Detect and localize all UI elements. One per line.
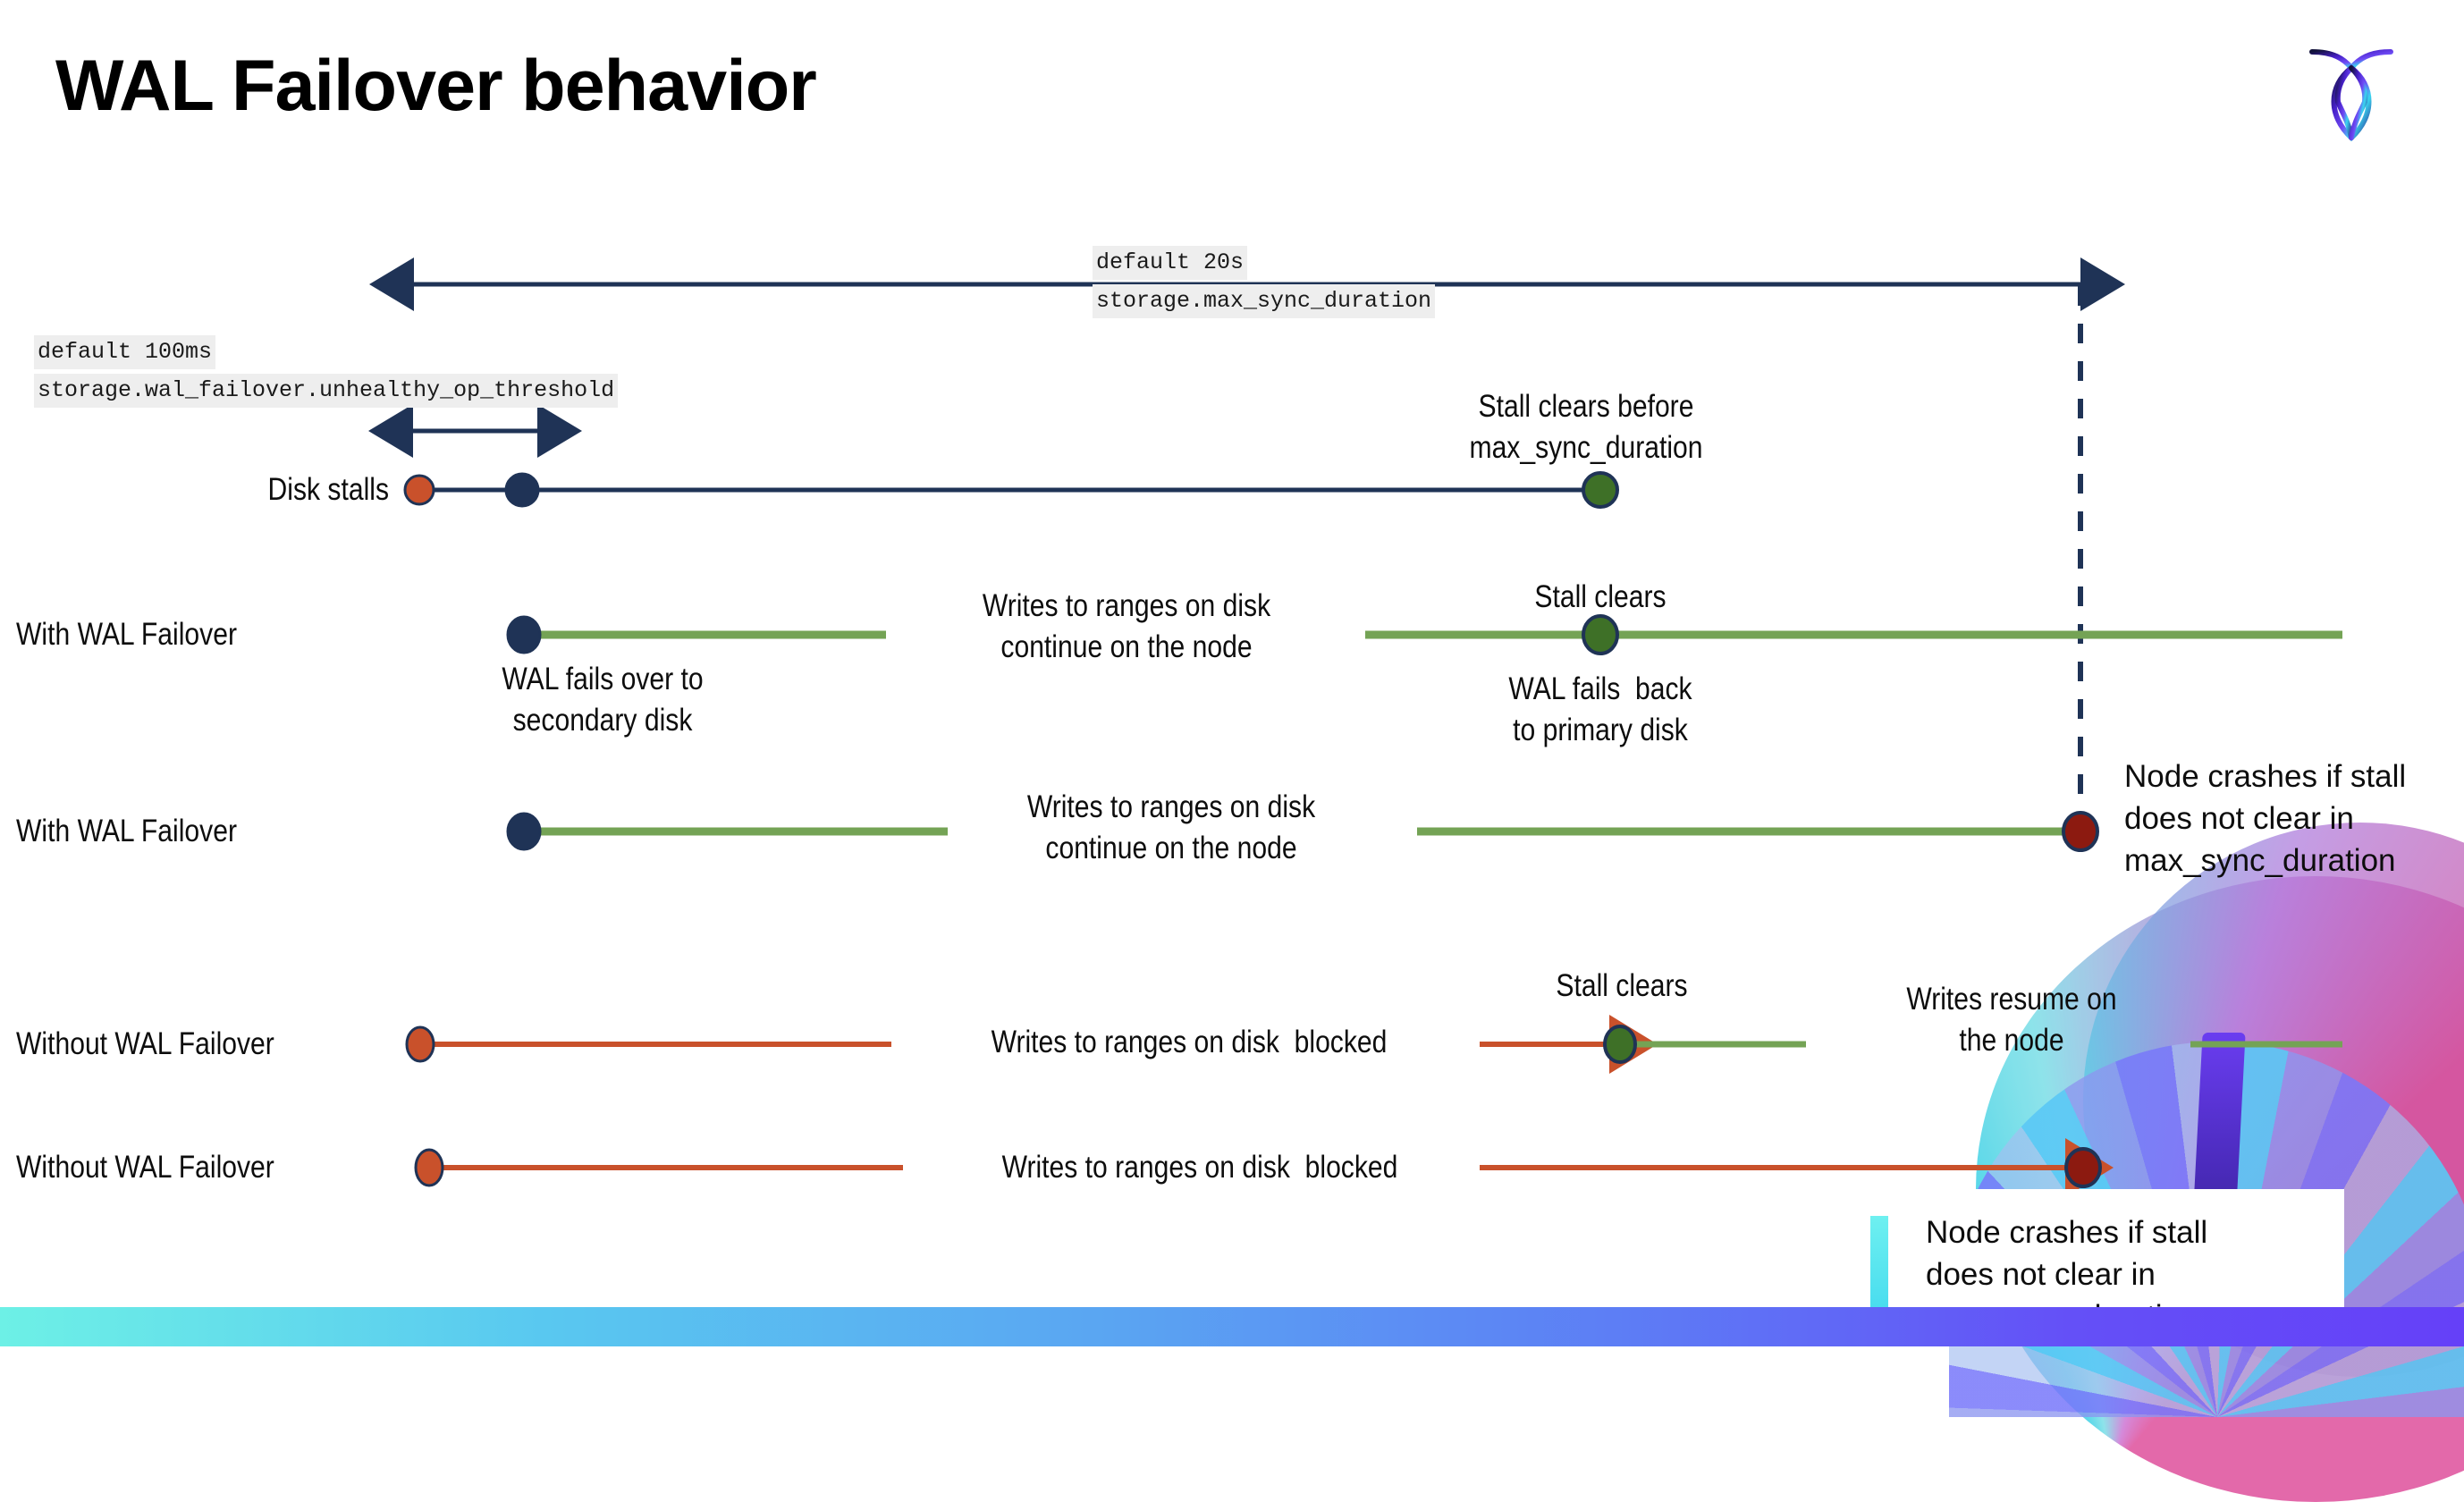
- row-label-disk-stalls: Disk stalls: [267, 472, 389, 507]
- with-failover-clears-start-dot: [506, 615, 542, 654]
- unhealthy-setting-chip: storage.wal_failover.unhealthy_op_thresh…: [34, 374, 619, 408]
- page-title: WAL Failover behavior: [55, 46, 817, 126]
- note-writes-blocked-lower: Writes to ranges on disk blocked: [1001, 1150, 1398, 1185]
- unhealthy-default-chip: default 100ms: [34, 335, 216, 369]
- note-writes-blocked-upper: Writes to ranges on disk blocked: [991, 1025, 1388, 1059]
- note-writes-continue-lower: Writes to ranges on disk continue on the…: [1026, 789, 1316, 865]
- max-sync-default-chip: default 20s: [1093, 246, 1248, 280]
- cockroachdb-logo-icon: [2298, 34, 2405, 148]
- without-failover-stall-clear-dot: [1603, 1025, 1637, 1064]
- node-crash-dot-upper: [2062, 811, 2099, 852]
- note-writes-continue-upper: Writes to ranges on disk continue on the…: [982, 588, 1271, 664]
- row-label-with-wal-failover-crash: With WAL Failover: [16, 814, 237, 848]
- with-failover-stall-clear-dot: [1582, 614, 1619, 655]
- note-writes-resume: Writes resume on the node: [1906, 982, 2117, 1058]
- node-crash-dot-lower: [2064, 1147, 2102, 1188]
- wal-failover-trigger-dot: [504, 472, 540, 508]
- bottom-gradient-bar: [0, 1307, 2464, 1346]
- max-sync-setting-chip: storage.max_sync_duration: [1093, 284, 1436, 318]
- without-failover-crash-start-dot: [414, 1148, 444, 1187]
- note-node-crashes-upper: Node crashes if stall does not clear in …: [2124, 759, 2407, 878]
- note-stall-clears-row4: Stall clears: [1556, 968, 1688, 1003]
- note-stall-clears-before-max-sync: Stall clears before max_sync_duration: [1469, 389, 1703, 465]
- row-label-without-wal-failover-crash: Without WAL Failover: [16, 1150, 274, 1185]
- note-wal-fails-back: WAL fails back to primary disk: [1508, 671, 1692, 747]
- disk-stall-clear-dot: [1582, 471, 1619, 509]
- row-label-with-wal-failover-clears: With WAL Failover: [16, 617, 237, 652]
- note-stall-clears-row2: Stall clears: [1534, 579, 1667, 614]
- note-wal-fails-over: WAL fails over to secondary disk: [502, 662, 704, 738]
- without-failover-clears-start-dot: [405, 1025, 435, 1063]
- slide-root: WAL Failover behavior: [0, 34, 2464, 1502]
- timeline-diagram: [368, 257, 2342, 1197]
- disk-stall-start-dot: [403, 474, 435, 506]
- row-label-without-wal-failover-clears: Without WAL Failover: [16, 1026, 274, 1061]
- with-failover-crash-start-dot: [506, 812, 542, 851]
